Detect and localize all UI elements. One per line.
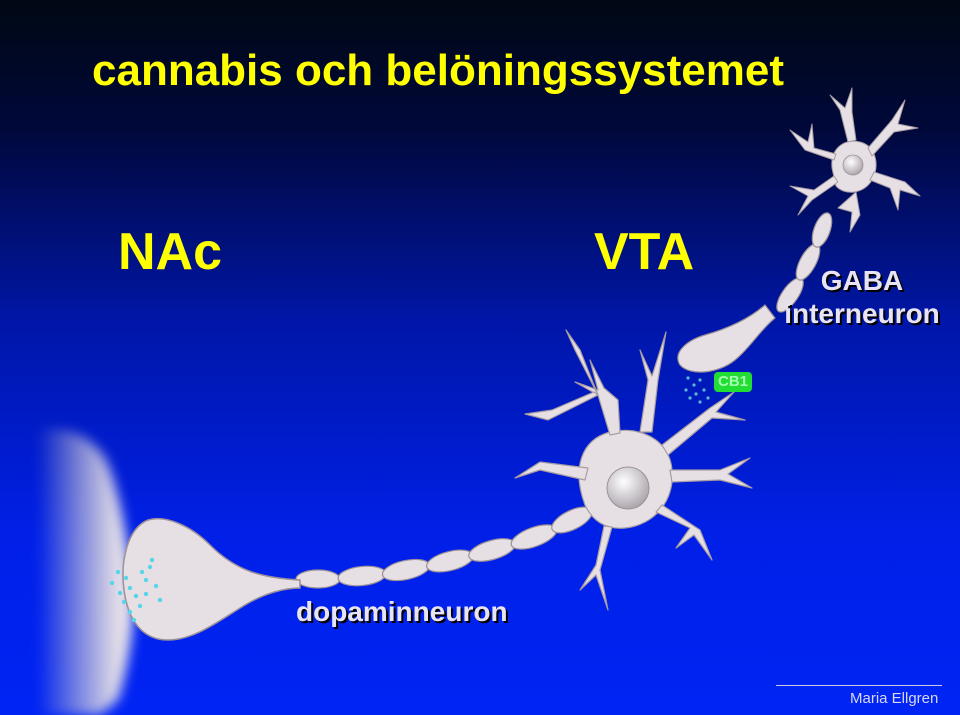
gaba-label-line1: GABA (820, 265, 904, 296)
gaba-nucleus (842, 154, 864, 176)
dopamine-nucleus (606, 466, 650, 510)
cb1-receptor-badge: CB1 (714, 372, 752, 392)
dopamine-neuron-label: dopaminneuron (296, 596, 508, 627)
gaba-label-line2: interneuron (784, 298, 940, 329)
slide-title: cannabis och belöningssystemet (92, 46, 784, 95)
gaba-interneuron-label: GABA interneuron (770, 264, 954, 330)
gaba-vesicles (684, 376, 710, 404)
author-credit: Maria Ellgren (850, 690, 939, 707)
gaba-neuron-body (789, 87, 921, 233)
dopamine-terminal (122, 518, 301, 641)
credit-divider (776, 685, 942, 686)
nac-target-cell (40, 429, 134, 715)
region-label-vta: VTA (594, 223, 695, 281)
gaba-terminal (677, 304, 776, 373)
dopamine-axon (295, 506, 593, 589)
dopamine-vesicles (109, 557, 163, 623)
gaba-axon (776, 212, 833, 313)
region-label-nac: NAc (118, 223, 223, 281)
